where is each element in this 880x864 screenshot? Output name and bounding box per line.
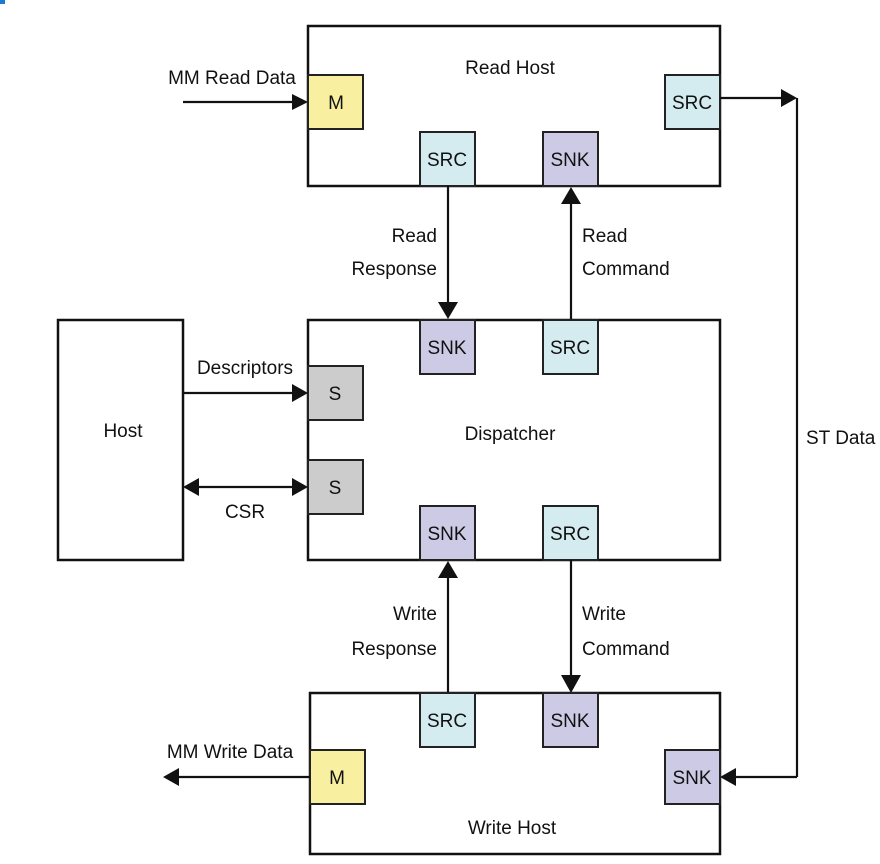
read-host-m-label: M	[328, 93, 344, 114]
read-host-src-label: SRC	[427, 150, 467, 171]
read-command-label-1: Read	[582, 226, 627, 247]
corner-mark	[0, 0, 5, 4]
st-data-arrowhead-bottom	[720, 768, 736, 786]
csr-label: CSR	[225, 502, 265, 523]
write-host-snk-port	[542, 692, 599, 748]
dispatcher-s-descriptors-port	[307, 365, 364, 421]
dispatcher-snk-bottom-label: SNK	[427, 524, 466, 545]
mm-read-data-arrowhead	[292, 94, 308, 110]
dispatcher-block	[306, 318, 722, 562]
csr-arrowhead-left	[183, 478, 199, 496]
write-command-label-2: Command	[582, 639, 670, 660]
mm-write-data-arrowhead	[163, 768, 179, 786]
write-host-src-port	[419, 692, 476, 748]
dispatcher-src-top-label: SRC	[550, 338, 590, 359]
dispatcher-src-top-port	[542, 319, 599, 375]
read-response-label-2: Response	[351, 259, 437, 280]
mm-read-data-label: MM Read Data	[168, 68, 296, 89]
write-host-label: Write Host	[468, 818, 557, 839]
descriptors-label: Descriptors	[197, 358, 293, 379]
write-host-snk-st-port	[664, 749, 721, 805]
write-host-snk-st-label: SNK	[672, 768, 711, 789]
write-host-block	[308, 691, 722, 856]
csr-arrowhead-right	[292, 478, 308, 496]
write-host-m-port	[309, 749, 366, 805]
dispatcher-snk-top-port	[419, 319, 476, 375]
st-data-label: ST Data	[806, 428, 876, 449]
write-command-label-1: Write	[582, 604, 626, 625]
host-block	[56, 318, 185, 562]
dispatcher-s-csr-label: S	[329, 478, 342, 499]
write-host-src-label: SRC	[427, 711, 467, 732]
dispatcher-s-descriptors-label: S	[329, 384, 342, 405]
dispatcher-label: Dispatcher	[465, 424, 556, 445]
read-host-snk-label: SNK	[550, 150, 589, 171]
mm-write-data-label: MM Write Data	[167, 742, 294, 763]
read-command-label-2: Command	[582, 259, 670, 280]
write-response-arrowhead	[438, 561, 458, 578]
write-response-label-2: Response	[351, 639, 437, 660]
descriptors-arrowhead	[292, 384, 308, 402]
host-label: Host	[103, 421, 143, 442]
write-host-m-label: M	[329, 768, 345, 789]
read-host-label: Read Host	[465, 58, 555, 79]
write-command-arrowhead	[561, 675, 581, 693]
read-response-arrowhead	[438, 302, 458, 319]
read-command-arrowhead	[561, 187, 581, 204]
read-host-src-st-port	[664, 74, 721, 130]
dispatcher-s-csr-port	[307, 459, 364, 515]
read-response-label-1: Read	[392, 226, 437, 247]
read-host-snk-port	[542, 131, 599, 187]
write-host-snk-label: SNK	[550, 711, 589, 732]
read-host-src-st-label: SRC	[672, 93, 712, 114]
dispatcher-snk-bottom-port	[419, 505, 476, 561]
st-data-arrowhead-top	[781, 89, 797, 107]
dispatcher-snk-top-label: SNK	[427, 338, 466, 359]
write-response-label-1: Write	[393, 604, 437, 625]
read-host-block	[306, 24, 722, 188]
dispatcher-src-bottom-label: SRC	[550, 524, 590, 545]
